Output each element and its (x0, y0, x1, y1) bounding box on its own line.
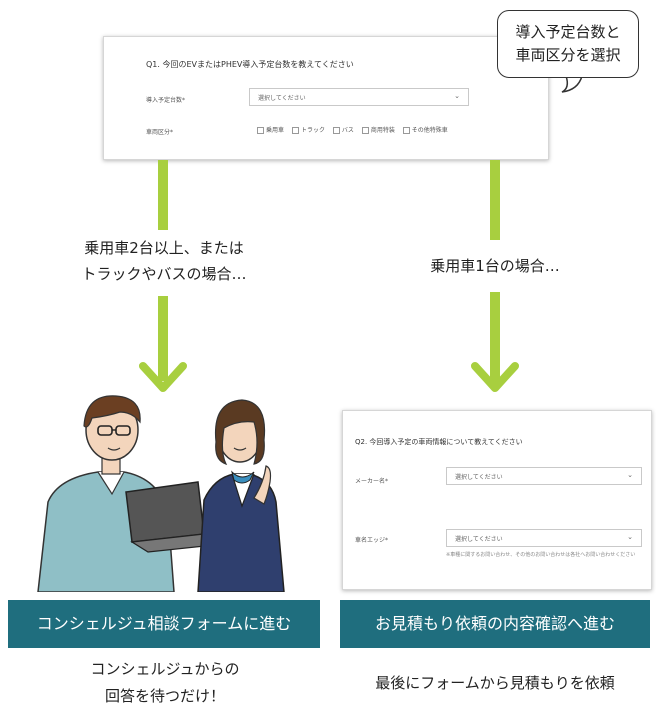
vehicle-count-form: Q1. 今回のEVまたはPHEV導入予定台数を教えてください 導入予定台数* 選… (103, 36, 549, 160)
category-option: 乗用車 (266, 127, 285, 134)
maker-label: メーカー名* (355, 478, 389, 485)
model-select[interactable]: 選択してください ⌄ (446, 529, 642, 547)
left-outcome-line-1: コンシェルジュからの (90, 660, 240, 678)
right-arrow-line-bottom (490, 292, 500, 382)
count-label: 導入予定台数* (146, 97, 186, 104)
category-label: 車両区分* (146, 129, 174, 136)
left-branch-caption: 乗用車2台以上、または トラックやバスの場合… (40, 235, 288, 287)
category-option: その他特殊車 (411, 127, 448, 134)
checkbox[interactable] (361, 127, 369, 134)
chevron-down-icon: ⌄ (627, 533, 633, 541)
maker-select[interactable]: 選択してください ⌄ (446, 467, 642, 485)
model-select-placeholder: 選択してください (455, 536, 503, 543)
left-branch-line-2: トラックやバスの場合… (81, 265, 247, 283)
left-branch-line-1: 乗用車2台以上、または (84, 239, 244, 257)
bubble-tail (561, 75, 583, 93)
checkbox[interactable] (257, 127, 264, 134)
right-branch-line-1: 乗用車1台の場合… (430, 257, 560, 275)
checkbox[interactable] (332, 127, 340, 134)
quote-confirm-button[interactable]: お見積もり依頼の内容確認へ進む (340, 600, 650, 648)
count-select[interactable]: 選択してください ⌄ (249, 88, 469, 106)
left-arrow-line-top (158, 160, 168, 230)
left-outcome-line-2: 回答を待つだけ！ (104, 687, 225, 705)
concierge-form-button[interactable]: コンシェルジュ相談フォームに進む (8, 600, 320, 648)
concierge-illustration (37, 395, 285, 592)
checkbox[interactable] (402, 127, 410, 134)
vehicle-info-form: Q2. 今回導入予定の車両情報について教えてください メーカー名* 選択してくだ… (342, 410, 652, 590)
category-option: バス (341, 127, 354, 134)
speech-bubble: 導入予定台数と 車両区分を選択 (497, 10, 639, 78)
right-outcome-line-1: 最後にフォームから見積もりを依頼 (375, 674, 615, 692)
count-select-placeholder: 選択してください (258, 95, 306, 102)
right-branch-caption: 乗用車1台の場合… (395, 253, 595, 279)
left-arrow-line-bottom (158, 296, 168, 381)
right-outcome: 最後にフォームから見積もりを依頼 (336, 670, 654, 697)
left-arrow-head-icon (139, 362, 187, 392)
bubble-line-2: 車両区分を選択 (515, 46, 621, 64)
category-option: トラック (300, 127, 325, 134)
bubble-line-1: 導入予定台数と (515, 23, 621, 41)
right-arrow-head-icon (471, 362, 519, 392)
chevron-down-icon: ⌄ (454, 92, 460, 100)
checkbox[interactable] (291, 127, 299, 134)
question-title: Q2. 今回導入予定の車両情報について教えてください (355, 438, 523, 446)
model-label: 車名エッジ* (355, 537, 389, 544)
right-arrow-line-top (490, 160, 500, 240)
question-title: Q1. 今回のEVまたはPHEV導入予定台数を教えてください (146, 60, 354, 69)
chevron-down-icon: ⌄ (627, 471, 633, 479)
maker-select-placeholder: 選択してください (455, 474, 503, 481)
model-note: ※車種に関するお問い合わせ、その他のお問い合わせは各社へお問い合わせください (446, 552, 636, 558)
category-checkboxes: 乗用車 トラック バス 商用特装 その他特殊車 (251, 125, 448, 134)
left-outcome: コンシェルジュからの 回答を待つだけ！ (20, 656, 310, 710)
category-option: 商用特装 (370, 127, 395, 134)
